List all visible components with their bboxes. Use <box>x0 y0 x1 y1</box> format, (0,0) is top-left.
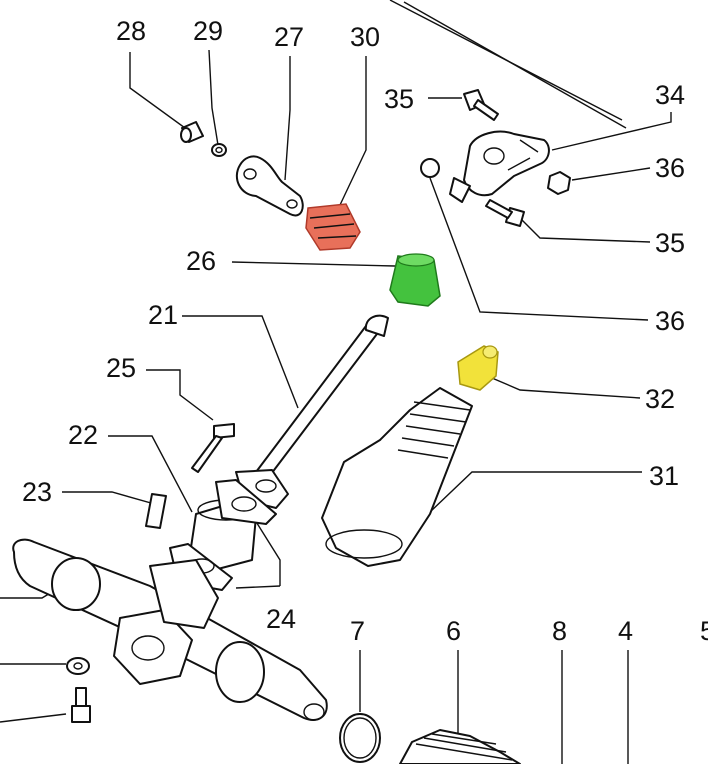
part-6-bellows <box>399 729 521 764</box>
part-29-washer <box>211 143 227 157</box>
label-24: 24 <box>266 604 296 634</box>
part-23-pin <box>145 493 167 529</box>
label-26: 26 <box>186 246 216 276</box>
label-36-top: 36 <box>655 153 685 183</box>
label-34: 34 <box>655 80 685 110</box>
label-22: 22 <box>68 420 98 450</box>
part-35-bolt-top <box>463 89 499 121</box>
part-32-yellow-cap <box>457 345 499 391</box>
part-27-clamp <box>235 155 304 217</box>
label-21: 21 <box>148 300 178 330</box>
label-5: 5 <box>700 616 708 646</box>
rack-housing <box>12 538 328 721</box>
label-27: 27 <box>274 22 304 52</box>
label-23: 23 <box>22 477 52 507</box>
label-6: 6 <box>446 616 461 646</box>
part-31-rubber-boot <box>321 387 473 567</box>
label-36-mid: 36 <box>655 306 685 336</box>
part-30-red-bushing <box>305 203 361 251</box>
part-36-nut-left <box>420 158 440 178</box>
label-30: 30 <box>350 22 380 52</box>
part-28-bolt <box>180 121 204 143</box>
label-28: 28 <box>116 16 146 46</box>
part-7-o-ring <box>339 713 381 763</box>
part-26-green-bushing <box>389 253 441 307</box>
label-29: 29 <box>193 16 223 46</box>
label-35-top: 35 <box>384 84 414 114</box>
left-bolt <box>71 687 91 723</box>
left-washer <box>66 657 90 675</box>
part-34-universal-joint <box>449 130 550 203</box>
part-24-gasket-upper <box>215 479 277 525</box>
label-7: 7 <box>350 616 365 646</box>
label-32: 32 <box>645 384 675 414</box>
part-36-nut-right <box>547 171 571 195</box>
part-25-bolt <box>191 423 235 473</box>
label-35-mid: 35 <box>655 228 685 258</box>
label-8: 8 <box>552 616 567 646</box>
part-35-bolt-mid <box>485 199 525 227</box>
label-25: 25 <box>106 353 136 383</box>
label-31: 31 <box>649 461 679 491</box>
label-4: 4 <box>618 616 633 646</box>
